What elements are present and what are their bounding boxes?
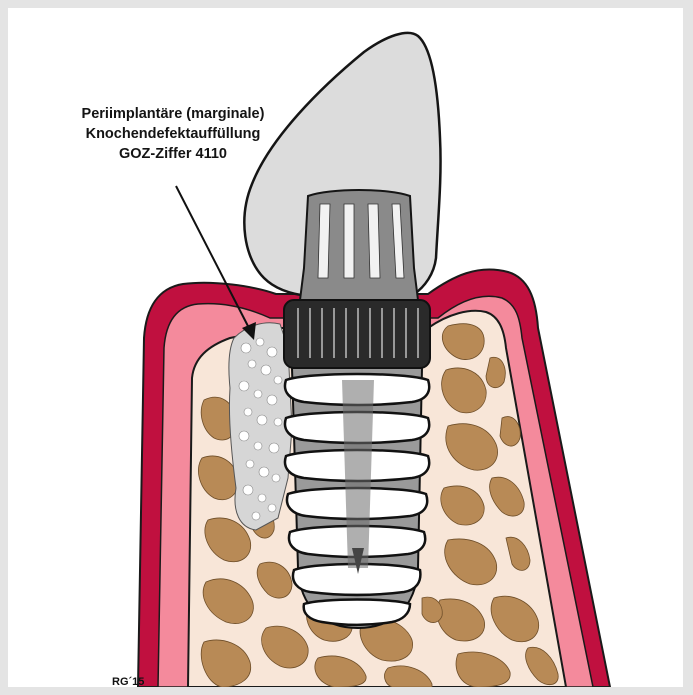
author-signature: RG´15: [112, 676, 144, 687]
implant-collar: [284, 300, 430, 368]
implant-icon: [285, 368, 429, 628]
illustration-panel: Periimplantäre (marginale) Knochendefekt…: [8, 8, 683, 687]
abutment-icon: [300, 190, 418, 300]
annotation-line-1: Periimplantäre (marginale): [28, 104, 318, 124]
annotation-line-3: GOZ-Ziffer 4110: [28, 144, 318, 164]
bone-graft-icon: [229, 323, 292, 530]
annotation-label: Periimplantäre (marginale) Knochendefekt…: [28, 104, 318, 164]
annotation-line-2: Knochendefektauffüllung: [28, 124, 318, 144]
